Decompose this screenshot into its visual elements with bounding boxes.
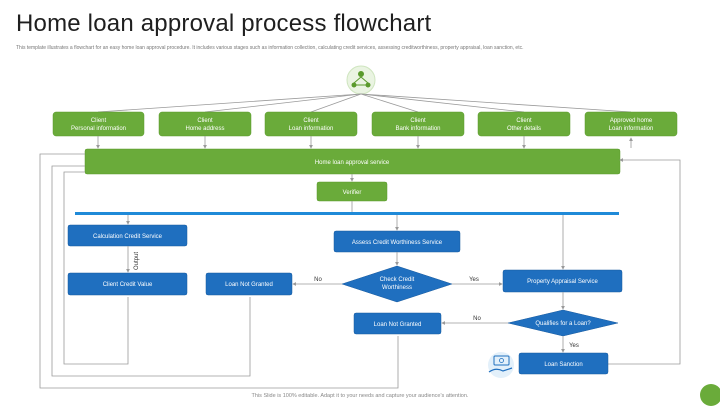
yes-label-2: Yes [569, 343, 579, 349]
fan-connectors [97, 93, 632, 113]
verifier-box: Verifier [316, 181, 388, 202]
qualifies-label: Qualifies for a Loan? [535, 321, 591, 327]
top-box-5: Client Other details [477, 111, 571, 137]
page-subtitle: This template illustrates a flowchart fo… [16, 45, 524, 51]
check-credit-line1: Check Credit [380, 277, 415, 283]
check-credit-diamond: Check Credit Worthiness [341, 265, 453, 303]
no-label-1: No [314, 277, 322, 283]
money-hand-icon [488, 352, 514, 378]
top-box-4-line1: Client [410, 118, 426, 124]
top-box-1: Client Personal information [52, 111, 145, 137]
right-loop-line [608, 158, 681, 365]
loan-not-granted-mid-box: Loan Not Granted [353, 312, 442, 335]
loan-not-granted-left-label: Loan Not Granted [225, 282, 273, 288]
top-box-6-line1: Approved home [610, 118, 653, 124]
top-box-4-line2: Bank information [395, 126, 440, 132]
output-label: Output [134, 252, 140, 270]
left-loop-lines [39, 153, 399, 389]
yes-label-1: Yes [469, 277, 479, 283]
top-box-5-line2: Other details [507, 126, 541, 132]
assess-service-label: Assess Credit Worthiness Service [352, 240, 443, 246]
property-appraisal-label: Property Appraisal Service [527, 279, 598, 285]
divider-arrows [126, 215, 565, 270]
top-box-5-line1: Client [516, 118, 532, 124]
blue-divider [75, 212, 619, 215]
top-box-1-line1: Client [91, 118, 107, 124]
assess-service-box: Assess Credit Worthiness Service [333, 230, 461, 253]
footer-note: This Slide is 100% editable. Adapt it to… [251, 393, 469, 399]
property-appraisal-box: Property Appraisal Service [502, 269, 623, 293]
no-label-2: No [473, 316, 481, 322]
top-box-6-line2: Loan information [609, 126, 654, 132]
network-people-icon [346, 65, 376, 95]
loan-sanction-box: Loan Sanction [518, 352, 609, 375]
page-title: Home loan approval process flowchart [16, 10, 432, 37]
service-bar-label: Home loan approval service [315, 160, 390, 166]
top-box-3: Client Loan information [264, 111, 358, 137]
qualifies-diamond: Qualifies for a Loan? [507, 309, 619, 337]
top-box-6: Approved home Loan information [584, 111, 678, 137]
calc-service-box: Calculation Credit Service [67, 224, 188, 247]
verifier-label: Verifier [343, 190, 362, 196]
top-box-2-line2: Home address [185, 126, 224, 132]
client-credit-value-box: Client Credit Value [67, 272, 188, 296]
service-bar: Home loan approval service [84, 148, 621, 175]
top-box-4: Client Bank information [371, 111, 465, 137]
top-box-3-line2: Loan information [289, 126, 334, 132]
top-box-3-line1: Client [303, 118, 319, 124]
top-box-2: Client Home address [158, 111, 252, 137]
corner-decoration [700, 384, 720, 406]
top-box-1-line2: Personal information [71, 126, 126, 132]
top-to-bar-arrows [96, 136, 633, 149]
check-credit-line2: Worthiness [382, 285, 412, 291]
client-credit-value-label: Client Credit Value [103, 282, 153, 288]
loan-not-granted-mid-label: Loan Not Granted [374, 322, 422, 328]
top-box-2-line1: Client [197, 118, 213, 124]
loan-not-granted-left-box: Loan Not Granted [205, 272, 293, 296]
loan-sanction-label: Loan Sanction [544, 362, 582, 368]
calc-service-label: Calculation Credit Service [93, 234, 163, 240]
